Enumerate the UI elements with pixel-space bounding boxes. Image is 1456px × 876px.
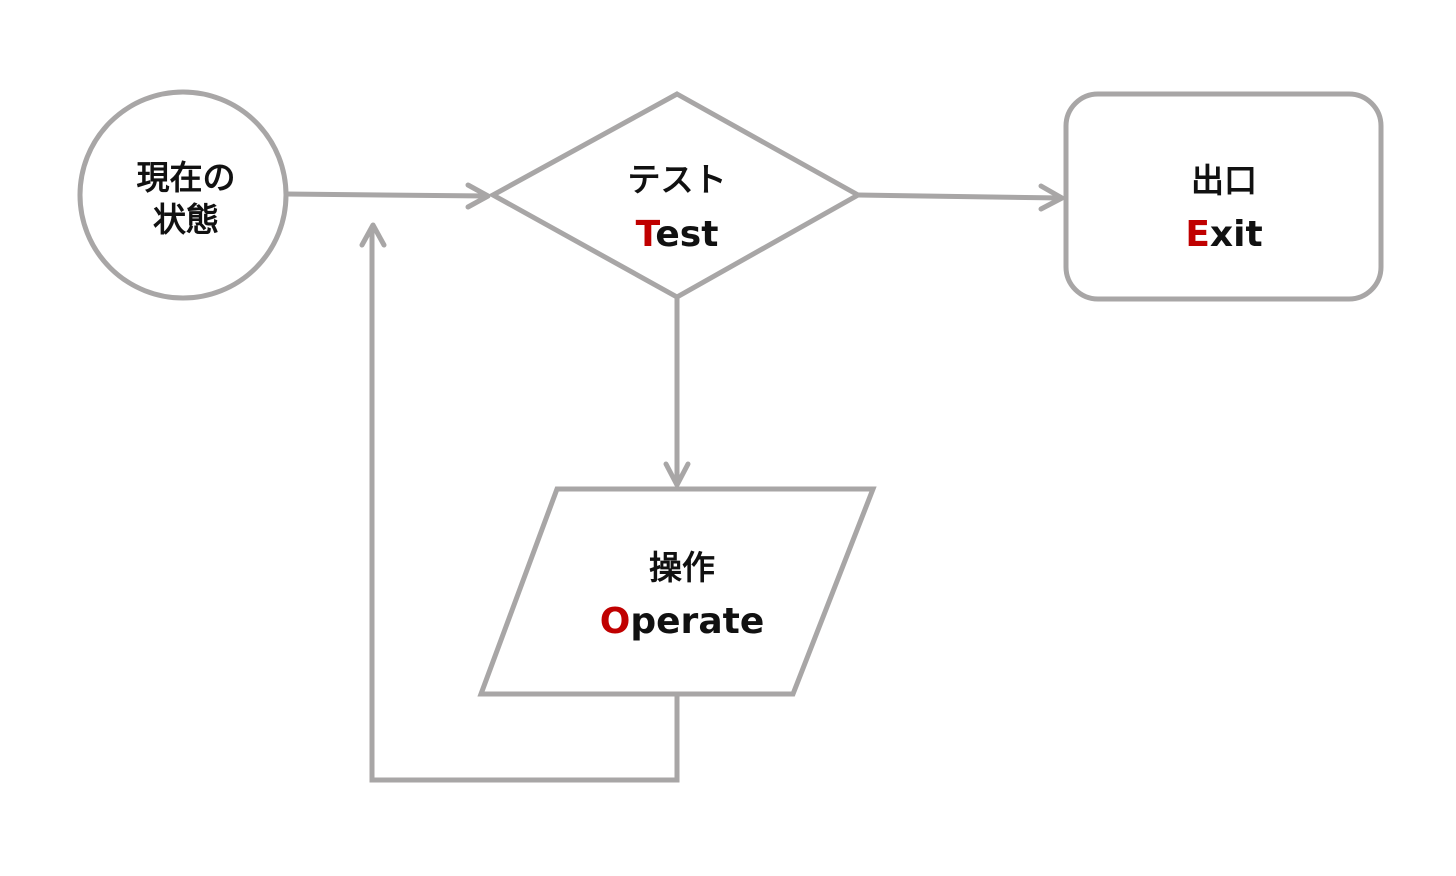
operate-rest: perate xyxy=(630,601,764,642)
node-exit: 出口 Exit xyxy=(1063,91,1384,302)
edge-test-to-operate xyxy=(663,297,691,488)
test-label-en: Test xyxy=(636,214,719,255)
exit-label-en: Exit xyxy=(1185,214,1262,255)
operate-label-en: Operate xyxy=(600,601,764,642)
arrowhead-icon xyxy=(465,182,491,210)
exit-rounded-box xyxy=(1063,91,1384,302)
node-test: テスト Test xyxy=(487,91,864,300)
operate-parallelogram xyxy=(477,486,877,697)
operate-label-jp: 操作 xyxy=(649,548,715,587)
edge-test-to-exit xyxy=(857,183,1065,212)
arrowhead-icon xyxy=(359,222,387,248)
test-diamond xyxy=(487,91,864,300)
edge-operate-loop-back xyxy=(359,222,680,783)
test-rest: est xyxy=(655,214,718,255)
node-current-state: 現在の 状態 xyxy=(77,89,289,301)
arrowhead-icon xyxy=(663,461,691,488)
state-label-line1: 現在の xyxy=(137,158,236,197)
operate-initial: O xyxy=(600,601,631,642)
node-operate: 操作 Operate xyxy=(477,486,877,697)
state-circle xyxy=(77,89,289,301)
edge-state-to-test xyxy=(285,182,491,210)
exit-rest: xit xyxy=(1210,214,1263,255)
state-label-line2: 状態 xyxy=(153,200,219,239)
arrowhead-icon xyxy=(1038,183,1065,212)
exit-label-jp: 出口 xyxy=(1191,161,1257,200)
exit-initial: E xyxy=(1185,214,1210,255)
test-label-jp: テスト xyxy=(628,160,727,199)
